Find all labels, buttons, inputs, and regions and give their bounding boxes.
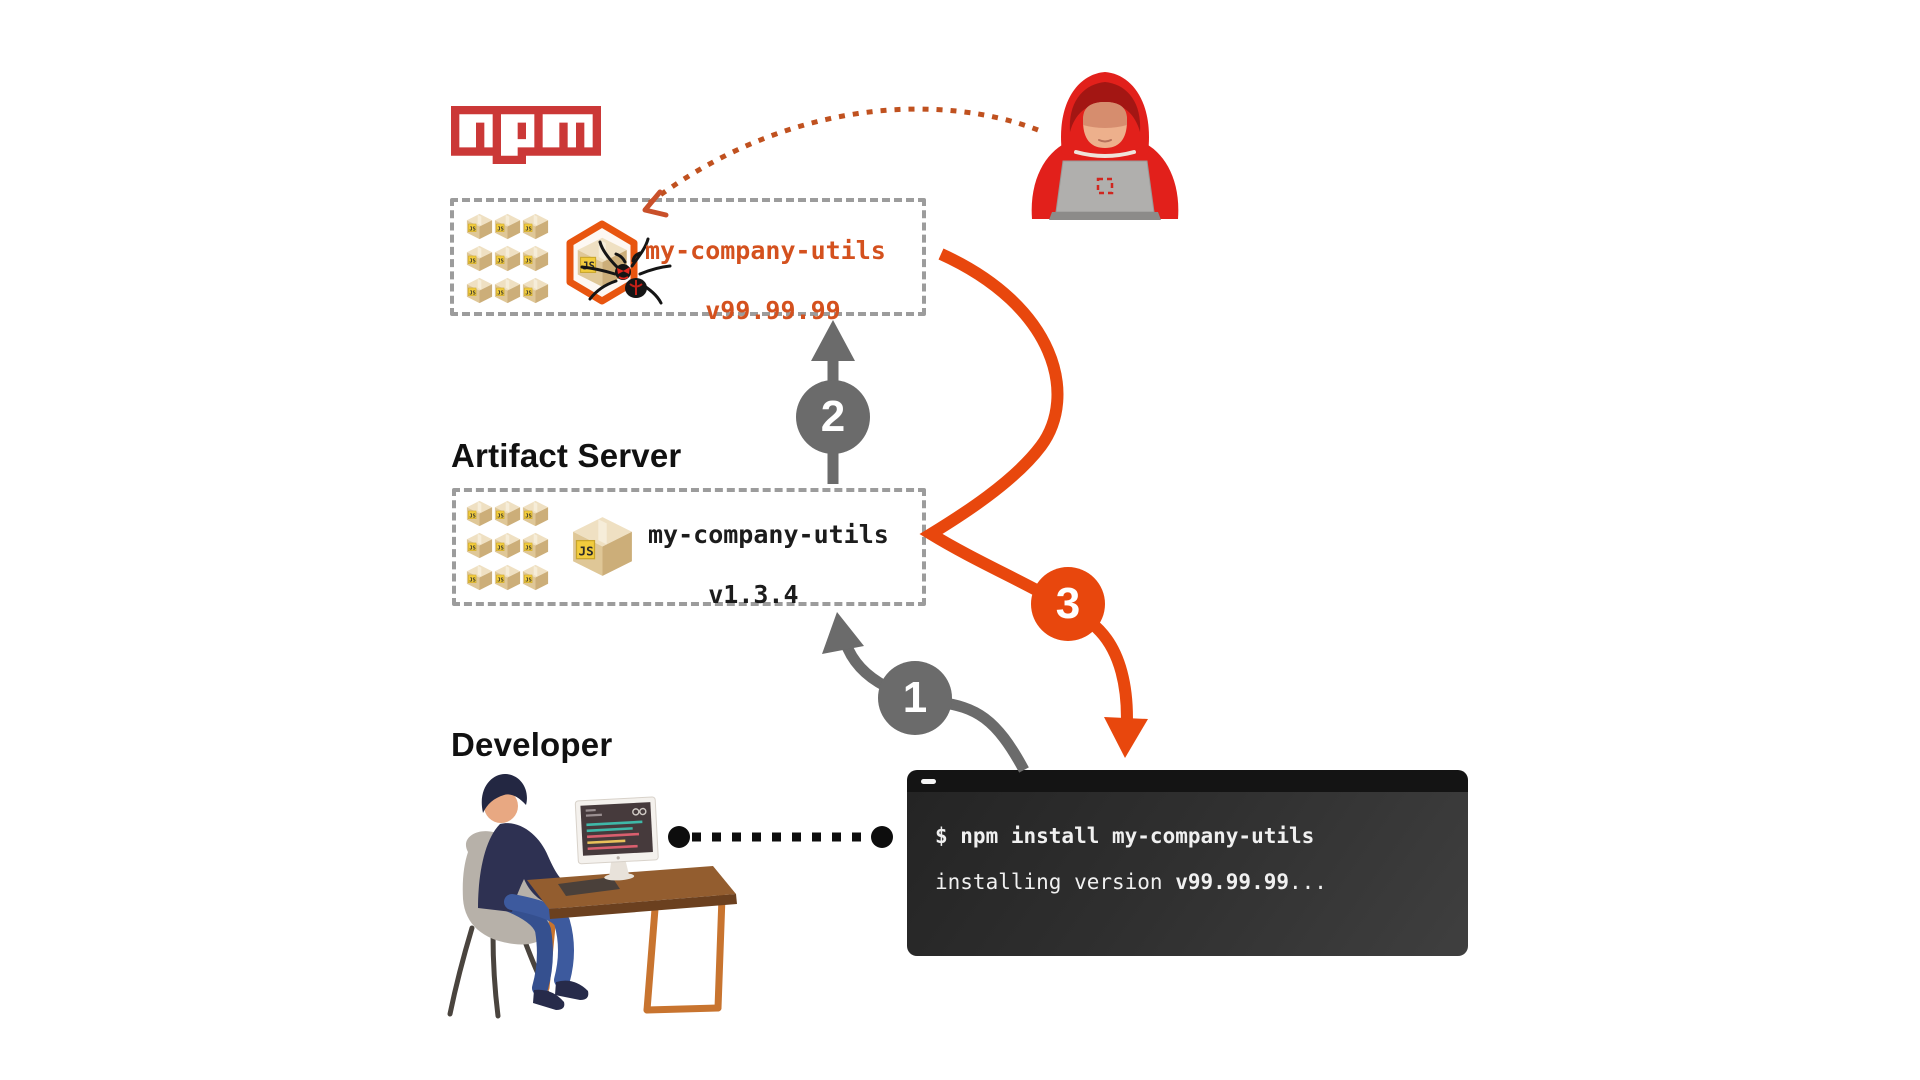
monitor-icon <box>574 796 659 881</box>
terminal-command-line: $ npm install my-company-utils <box>935 824 1315 848</box>
laptop-icon <box>1049 160 1161 220</box>
artifact-package-version: v1.3.4 <box>708 580 799 609</box>
malicious-install-arrow <box>919 248 1148 758</box>
minimize-icon[interactable] <box>921 779 936 784</box>
step-1-badge: 1 <box>878 661 952 735</box>
terminal-titlebar <box>907 770 1468 792</box>
npm-logo <box>451 106 601 164</box>
desk-icon <box>527 866 737 919</box>
artifact-server-title: Artifact Server <box>451 437 682 474</box>
keyboard-icon <box>558 877 620 896</box>
hacker-icon <box>1031 72 1179 220</box>
registry-package-version: v99.99.99 <box>705 296 841 325</box>
developer-person <box>478 773 615 1010</box>
step-2-badge: 2 <box>796 380 870 454</box>
registry-package-name: my-company-utils <box>645 236 886 265</box>
developer-title: Developer <box>451 726 613 763</box>
terminal-output-version: v99.99.99 <box>1175 870 1290 894</box>
artifact-package-name: my-company-utils <box>648 520 889 549</box>
step-3-badge: 3 <box>1031 567 1105 641</box>
terminal-output-line: installing version v99.99.99... <box>935 870 1327 894</box>
terminal-window: $ npm install my-company-utils installin… <box>907 770 1468 956</box>
chair-icon <box>462 831 553 945</box>
desk-legs <box>542 893 726 1014</box>
terminal-body[interactable]: $ npm install my-company-utils installin… <box>907 792 1468 956</box>
terminal-output-ellipsis: ... <box>1289 870 1327 894</box>
registry-package-label: my-company-utils v99.99.99 <box>645 236 886 326</box>
hacker-laptop-logo-icon <box>1096 177 1114 195</box>
terminal-connector-line <box>668 826 893 848</box>
artifact-package-label: my-company-utils v1.3.4 <box>648 520 889 610</box>
terminal-output-text: installing version <box>935 870 1176 894</box>
developer-illustration <box>447 773 737 1019</box>
